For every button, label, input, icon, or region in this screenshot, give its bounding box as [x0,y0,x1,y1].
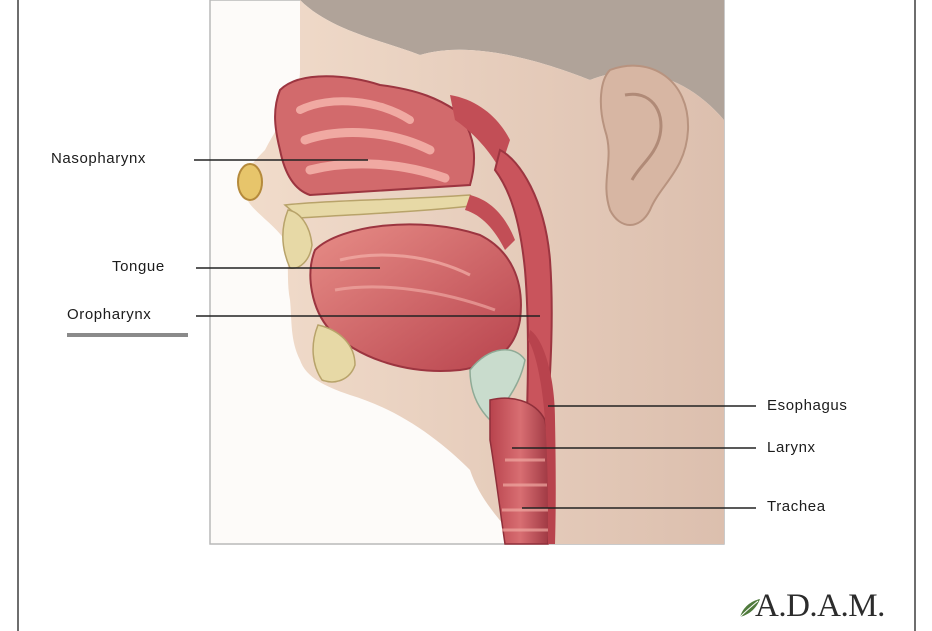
label-nasopharynx: Nasopharynx [51,150,146,167]
label-larynx: Larynx [767,439,816,456]
label-oropharynx: Oropharynx [67,306,151,323]
oropharynx-highlight-underline [67,333,188,337]
label-esophagus: Esophagus [767,397,847,414]
label-trachea: Trachea [767,498,826,515]
adam-logo-text: A.D.A.M. [755,588,885,625]
label-tongue: Tongue [112,258,165,275]
nostril-cartilage [238,164,262,200]
